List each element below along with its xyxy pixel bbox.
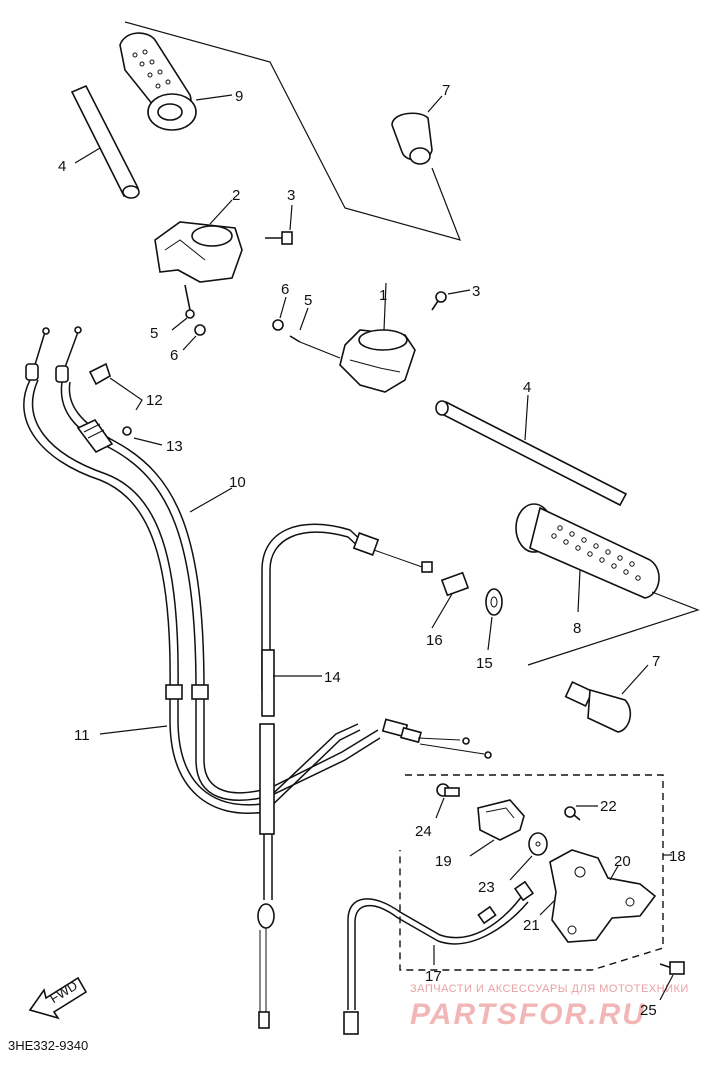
callout-18: 18 — [669, 848, 686, 865]
callout-13: 13 — [166, 438, 183, 455]
callout-17: 17 — [425, 968, 442, 985]
part-washer-23 — [528, 832, 548, 856]
switch-lead-17 — [343, 880, 535, 1035]
group-bracket-right — [527, 591, 700, 666]
part-screw-3-right — [431, 291, 447, 311]
part-screw-24 — [436, 783, 460, 797]
watermark: ЗАПЧАСТИ И АКСЕССУАРЫ ДЛЯ МОТОТЕХНИКИ PA… — [410, 983, 689, 1031]
part-bolt-25 — [659, 961, 685, 975]
callout-4-right: 4 — [523, 379, 531, 396]
part-nut-6-left — [194, 324, 206, 336]
part-bar-end-right — [564, 681, 632, 733]
callout-16: 16 — [426, 632, 443, 649]
part-screw-3-left — [265, 231, 293, 245]
part-screw-22 — [564, 806, 581, 821]
callout-20: 20 — [614, 853, 631, 870]
callout-12: 12 — [146, 392, 163, 409]
part-throttle-housing — [154, 221, 243, 283]
watermark-brand: PARTSFOR.RU — [410, 998, 646, 1031]
part-cable-guide-12 — [88, 362, 111, 386]
clutch-cable — [257, 523, 433, 1029]
part-nut-6-mid — [272, 319, 284, 331]
callout-23: 23 — [478, 879, 495, 896]
group-bracket-top — [124, 21, 461, 241]
drawing-code: 3HE332-9340 — [8, 1038, 88, 1053]
callout-22: 22 — [600, 798, 617, 815]
callout-25: 25 — [640, 1002, 657, 1019]
callout-4-left: 4 — [58, 158, 66, 175]
subassembly-18-boundary — [399, 774, 664, 971]
callout-24: 24 — [415, 823, 432, 840]
part-left-grip — [515, 503, 660, 599]
part-lever-holder — [339, 329, 416, 393]
callout-19: 19 — [435, 853, 452, 870]
callout-1: 1 — [379, 287, 387, 304]
part-screw-5-left — [184, 284, 195, 319]
callout-6-left: 6 — [170, 347, 178, 364]
callout-5-mid: 5 — [304, 292, 312, 309]
part-handlebar-right — [435, 400, 628, 507]
front-direction-badge: FWD — [28, 976, 88, 1020]
throttle-cables — [23, 326, 492, 814]
callout-10: 10 — [229, 474, 246, 491]
callout-21: 21 — [523, 917, 540, 934]
part-adjuster-16 — [440, 571, 470, 597]
callout-8: 8 — [573, 620, 581, 637]
callout-3-right: 3 — [472, 283, 480, 300]
callout-9: 9 — [235, 88, 243, 105]
callout-15: 15 — [476, 655, 493, 672]
callout-7-right: 7 — [652, 653, 660, 670]
callout-14: 14 — [324, 669, 341, 686]
part-locknut-15 — [485, 588, 503, 616]
part-screw-13 — [122, 426, 132, 436]
watermark-tagline: ЗАПЧАСТИ И АКСЕССУАРЫ ДЛЯ МОТОТЕХНИКИ — [410, 983, 689, 995]
callout-5-left: 5 — [150, 325, 158, 342]
part-handlebar-left — [70, 84, 140, 199]
part-switch-lever-19 — [477, 799, 525, 841]
part-switch-bracket-20 — [549, 849, 657, 943]
callout-11: 11 — [74, 727, 90, 744]
part-bar-end-top — [391, 112, 433, 165]
callout-2: 2 — [232, 187, 240, 204]
callout-3-left: 3 — [287, 187, 295, 204]
part-throttle-grip — [119, 32, 197, 131]
callout-6-mid: 6 — [281, 281, 289, 298]
part-screw-5-mid — [289, 335, 341, 359]
callout-7-top: 7 — [442, 82, 450, 99]
